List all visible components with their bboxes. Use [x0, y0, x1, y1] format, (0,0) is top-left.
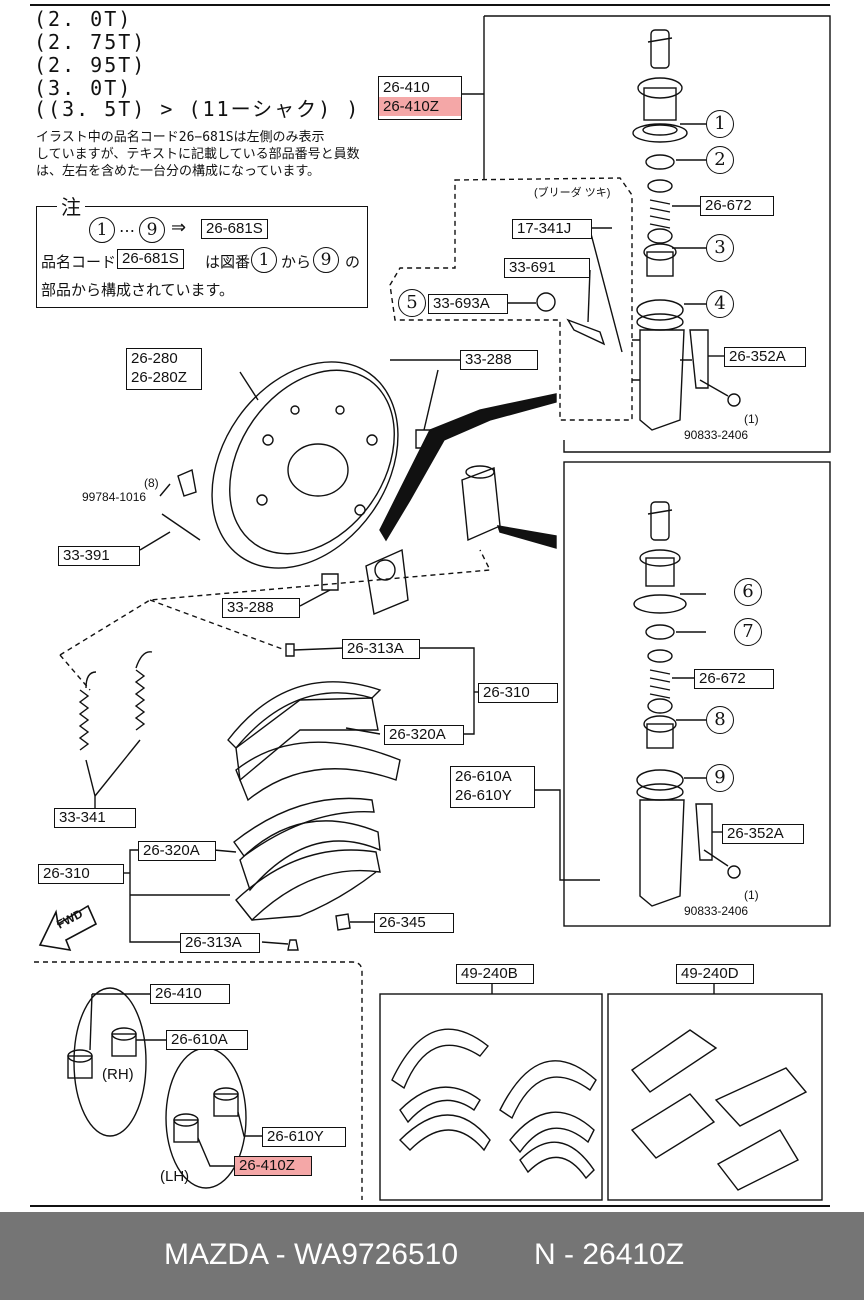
legend-box: 注 1 … 9 ⇒ 26-681S 品名コード 26-681S は図番 1 から… [36, 191, 368, 308]
inset-callout-26-610y: 26-610Y [262, 1127, 346, 1147]
part-num-4: 4 [706, 290, 734, 318]
lower-wheel-cylinder-stack [633, 501, 741, 907]
callout-26-610a: 26-610A [455, 768, 512, 785]
part-num-7: 7 [734, 618, 762, 646]
legend-line2-suffix: の [345, 253, 361, 271]
model-line-5: ((3. 5T) > (11ーシャク) ) [34, 97, 361, 121]
part-num-8: 8 [706, 706, 734, 734]
bleeder-screw [536, 229, 623, 353]
wheel-cylinder-assembly [365, 393, 557, 615]
brake-shoes [227, 643, 401, 951]
part-num-9: 9 [706, 764, 734, 792]
legend-line2-from: 1 [251, 247, 277, 273]
model-line-3: (2. 95T) [34, 53, 147, 77]
legend-line2-prefix: 品名コード [41, 253, 117, 271]
part-num-1: 1 [706, 110, 734, 138]
legend-line2-mid: は図番 [205, 253, 251, 271]
return-springs [78, 651, 153, 810]
part-num-3: 3 [706, 234, 734, 262]
inset-box-b [379, 993, 603, 1201]
lower-cylinder-panel [563, 461, 831, 927]
legend-arrow: ⇒ [171, 217, 187, 238]
inset-callout-26-410: 26-410 [150, 984, 230, 1004]
callout-26-320a-lower: 26-320A [138, 841, 216, 861]
qty-8: (8) [144, 476, 159, 490]
legend-code: 26-681S [201, 219, 268, 239]
legend-num-to: 9 [139, 217, 165, 243]
upper-wheel-cylinder-stack [632, 29, 741, 431]
footer-part-number: N - 26410Z [534, 1238, 685, 1271]
shoe-leaders [124, 599, 600, 945]
callout-90833-2406-upper: 90833-2406 [684, 428, 749, 442]
model-line-4: (3. 0T) [34, 76, 133, 100]
inset-shoes-b [391, 1028, 597, 1180]
inset-box-d [607, 993, 823, 1201]
inset-lh-label: (LH) [160, 1168, 190, 1185]
callout-26-313a-lower: 26-313A [180, 933, 260, 953]
note-line-1: イラスト中の品名コード26−681Sは左側のみ表示 [36, 130, 325, 145]
callout-33-691: 33-691 [504, 258, 590, 278]
callout-26-410: 26-410 [383, 79, 430, 96]
legend-title: 注 [57, 191, 85, 220]
legend-num-from: 1 [89, 217, 115, 243]
callout-26-280-group: 26-280 26-280Z [126, 348, 202, 390]
footer-bar: MAZDA - WA9726510 N - 26410Z [0, 1212, 864, 1300]
legend-ellipsis: … [119, 217, 135, 236]
part-num-6: 6 [734, 578, 762, 606]
callout-33-391: 33-391 [58, 546, 140, 566]
bleeder-dashed-outline [389, 177, 633, 421]
legend-line2-code: 26-681S [117, 249, 184, 269]
inset-rh-label: (RH) [102, 1066, 134, 1083]
parts-diagram: (2. 0T) (2. 75T) (2. 95T) (3. 0T) ((3. 5… [30, 4, 831, 1207]
diagram-drawing [30, 4, 831, 1207]
note-line-2: していますが、テキストに記載している部品番号と員数 [36, 147, 360, 162]
callout-26-352a-upper: 26-352A [724, 347, 806, 367]
inset-cylinders [67, 987, 262, 1189]
callout-26-313a-upper: 26-313A [342, 639, 420, 659]
upper-cylinder-panel [484, 15, 831, 453]
callout-26-410-group: 26-410 26-410Z [378, 76, 462, 120]
callout-49-240b: 49-240B [456, 964, 534, 984]
callout-17-341j: 17-341J [512, 219, 592, 239]
part-num-2: 2 [706, 146, 734, 174]
callout-26-410z-highlight: 26-410Z [379, 97, 461, 116]
callout-26-310-lower: 26-310 [38, 864, 124, 884]
callout-26-610a-group: 26-610A 26-610Y [450, 766, 535, 808]
inset-shoes-d [630, 1029, 808, 1191]
callout-99784-1016: 99784-1016 [82, 490, 147, 504]
upper-leaders [462, 93, 724, 357]
model-line-1: (2. 0T) [34, 7, 133, 31]
callout-26-352a-lower: 26-352A [722, 824, 804, 844]
callout-26-345: 26-345 [374, 913, 454, 933]
qty-1-upper: (1) [744, 412, 759, 426]
part-num-5: 5 [398, 289, 426, 317]
callout-26-320a-upper: 26-320A [384, 725, 464, 745]
callout-26-672-lower: 26-672 [694, 669, 774, 689]
backing-plate-drawing [139, 359, 460, 607]
legend-line2-to: 9 [313, 247, 339, 273]
callout-33-288-top: 33-288 [460, 350, 538, 370]
callout-26-610y: 26-610Y [455, 787, 512, 804]
callout-26-672-upper: 26-672 [700, 196, 774, 216]
model-line-2: (2. 75T) [34, 30, 147, 54]
callout-26-310-upper: 26-310 [478, 683, 558, 703]
footer-brand: MAZDA - WA9726510 [164, 1238, 459, 1271]
inset-callout-26-410z-highlight: 26-410Z [234, 1156, 312, 1176]
callout-49-240d: 49-240D [676, 964, 754, 984]
callout-33-288-bottom: 33-288 [222, 598, 300, 618]
callout-33-341: 33-341 [54, 808, 136, 828]
qty-1-lower: (1) [744, 888, 759, 902]
note-line-3: は、左右を含めた一台分の構成になっています。 [36, 164, 321, 179]
callout-33-693a: 33-693A [428, 294, 508, 314]
callout-90833-2406-lower: 90833-2406 [684, 904, 749, 918]
inset-callout-26-610a: 26-610A [166, 1030, 248, 1050]
callout-26-280: 26-280 [131, 350, 178, 367]
callout-26-280z: 26-280Z [131, 369, 187, 386]
legend-line2-kara: から [281, 253, 312, 271]
bleeder-label: (ブリーダ ツキ) [534, 187, 611, 199]
fwd-arrow [38, 904, 98, 952]
legend-line3: 部品から構成されています。 [41, 281, 235, 299]
